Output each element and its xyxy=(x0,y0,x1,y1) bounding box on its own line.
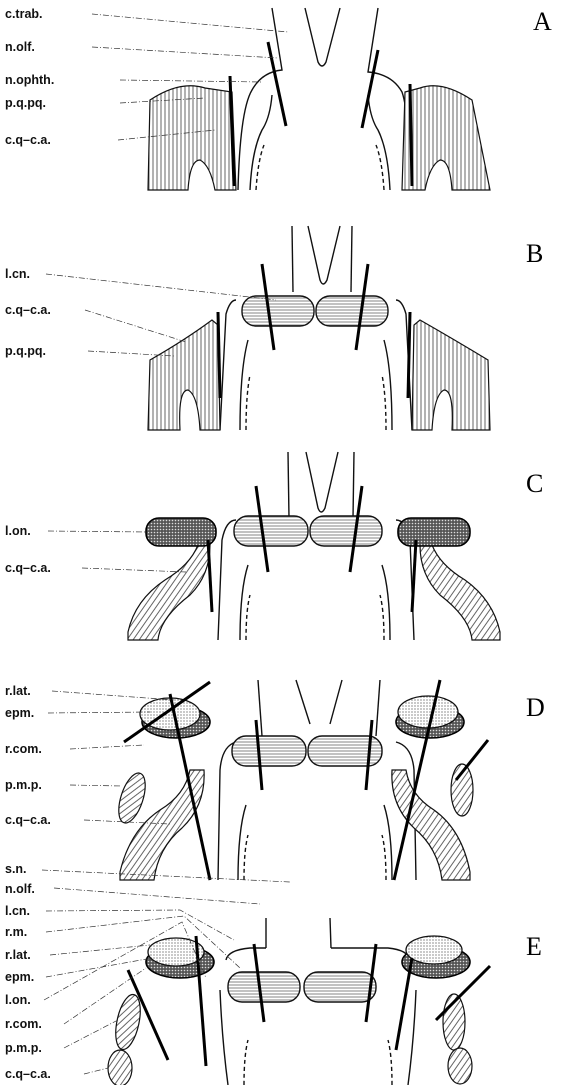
label-c-q-c-a-c: c.q–c.a. xyxy=(5,561,51,575)
label-r-m: r.m. xyxy=(5,925,27,939)
label-epm-d: epm. xyxy=(5,706,34,720)
palatoquadrate-right xyxy=(402,86,490,190)
panel-letter-d: D xyxy=(526,693,545,722)
l-on-right-c xyxy=(398,518,470,546)
epm-right-e xyxy=(406,936,462,964)
panel-letter-a: A xyxy=(533,7,552,36)
bar-left-b xyxy=(268,42,286,126)
trabecular-horns-b xyxy=(308,226,340,284)
label-l-cn: l.cn. xyxy=(5,267,30,281)
label-r-lat-d: r.lat. xyxy=(5,684,31,698)
p-m-p-left-e xyxy=(111,992,144,1051)
panel-d: D r.lat. epm. xyxy=(5,680,545,880)
epm-right-d xyxy=(398,696,458,728)
panel-letter-c: C xyxy=(526,469,543,498)
c-q-c-a-left-c xyxy=(128,545,210,640)
label-epm-e: epm. xyxy=(5,970,34,984)
label-n-olf: n.olf. xyxy=(5,40,35,54)
panel-a: A c.trab. n.olf. n.ophth. p.q.pq. c.q–c.… xyxy=(5,7,552,190)
l-on-left-c xyxy=(146,518,216,546)
label-r-com-d: r.com. xyxy=(5,742,42,756)
p-m-p-left-d xyxy=(114,770,151,826)
label-c-q-c-a: c.q–c.a. xyxy=(5,133,51,147)
label-l-on-e: l.on. xyxy=(5,993,31,1007)
panel-b: B l.cn. c.q–c.a. p.q.pq. xyxy=(5,226,543,430)
label-p-m-p-d: p.m.p. xyxy=(5,778,42,792)
label-n-olf-e: n.olf. xyxy=(5,882,35,896)
cartilage-right-b xyxy=(316,296,388,326)
trabecular-horns xyxy=(305,8,340,66)
panel-letter-e: E xyxy=(526,932,542,961)
left-outline-b xyxy=(220,300,236,430)
label-l-cn-e: l.cn. xyxy=(5,904,30,918)
label-c-q-c-a-e: c.q–c.a. xyxy=(5,1067,51,1081)
c-q-c-a-left-e xyxy=(108,1050,132,1085)
bar-right-a xyxy=(410,84,412,186)
label-l-on: l.on. xyxy=(5,524,31,538)
label-c-trab: c.trab. xyxy=(5,7,43,21)
cartilage-left-b xyxy=(242,296,314,326)
palatoquadrate-right-b xyxy=(412,320,490,430)
left-dashed-arch xyxy=(256,145,264,190)
right-dashed-arch xyxy=(376,145,384,190)
label-p-q-pq-b: p.q.pq. xyxy=(5,344,46,358)
right-inner-arch xyxy=(368,95,390,190)
label-s-n: s.n. xyxy=(5,862,27,876)
label-r-lat-e: r.lat. xyxy=(5,948,31,962)
c-q-c-a-right-e xyxy=(448,1048,472,1084)
panel-letter-b: B xyxy=(526,239,543,268)
left-inner-arch xyxy=(250,95,272,190)
label-n-ophth: n.ophth. xyxy=(5,73,54,87)
left-neurocranium-outline xyxy=(238,8,282,190)
panel-c: C l.on. c.q–c.a. xyxy=(5,452,543,640)
label-c-q-c-a-d: c.q–c.a. xyxy=(5,813,51,827)
palatoquadrate-left-b xyxy=(148,320,220,430)
label-p-m-p-e: p.m.p. xyxy=(5,1041,42,1055)
label-c-q-c-a-b: c.q–c.a. xyxy=(5,303,51,317)
palatoquadrate-left xyxy=(148,86,236,190)
label-r-com-e: r.com. xyxy=(5,1017,42,1031)
c-q-c-a-right-c xyxy=(420,545,500,640)
label-p-q-pq: p.q.pq. xyxy=(5,96,46,110)
panel-e: E s.n. n.olf xyxy=(5,862,542,1085)
